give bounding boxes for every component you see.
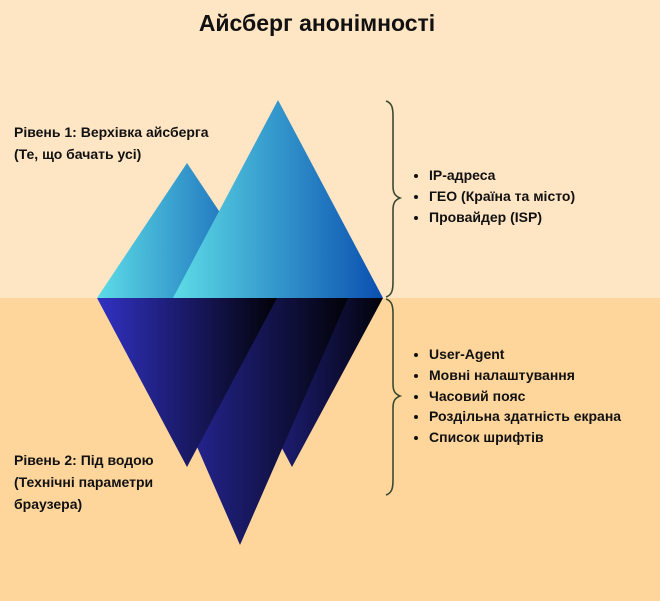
brace-bottom: [385, 298, 403, 496]
visible-data-list: IP-адреса ГЕО (Країна та місто) Провайде…: [396, 165, 575, 227]
level-1-subheading: (Те, що бачать усі): [14, 146, 142, 162]
big-peak-above-water: [173, 100, 383, 298]
list-item: Мовні налаштування: [429, 365, 621, 386]
level-1-heading: Рівень 1: Верхівка айсберга: [14, 124, 209, 140]
level-2-label: Рівень 2: Під водою (Технічні параметри …: [14, 449, 154, 515]
hidden-data-list: User-Agent Мовні налаштування Часовий по…: [396, 344, 621, 448]
list-item: Часовий пояс: [429, 386, 621, 407]
list-item: User-Agent: [429, 344, 621, 365]
list-item: Роздільна здатність екрана: [429, 406, 621, 427]
list-item: Список шрифтів: [429, 427, 621, 448]
list-item: ГЕО (Країна та місто): [429, 186, 575, 207]
brace-top: [385, 100, 403, 298]
level-2-subheading-line1: (Технічні параметри: [14, 474, 154, 490]
diagram-title: Айсберг анонімності: [198, 10, 436, 36]
level-2-heading: Рівень 2: Під водою: [14, 452, 154, 468]
list-item: Провайдер (ISP): [429, 207, 575, 228]
list-item: IP-адреса: [429, 165, 575, 186]
level-1-label: Рівень 1: Верхівка айсберга (Те, що бача…: [14, 121, 209, 165]
level-2-subheading-line2: браузера): [14, 496, 83, 512]
left-underwater-spike: [97, 298, 277, 467]
